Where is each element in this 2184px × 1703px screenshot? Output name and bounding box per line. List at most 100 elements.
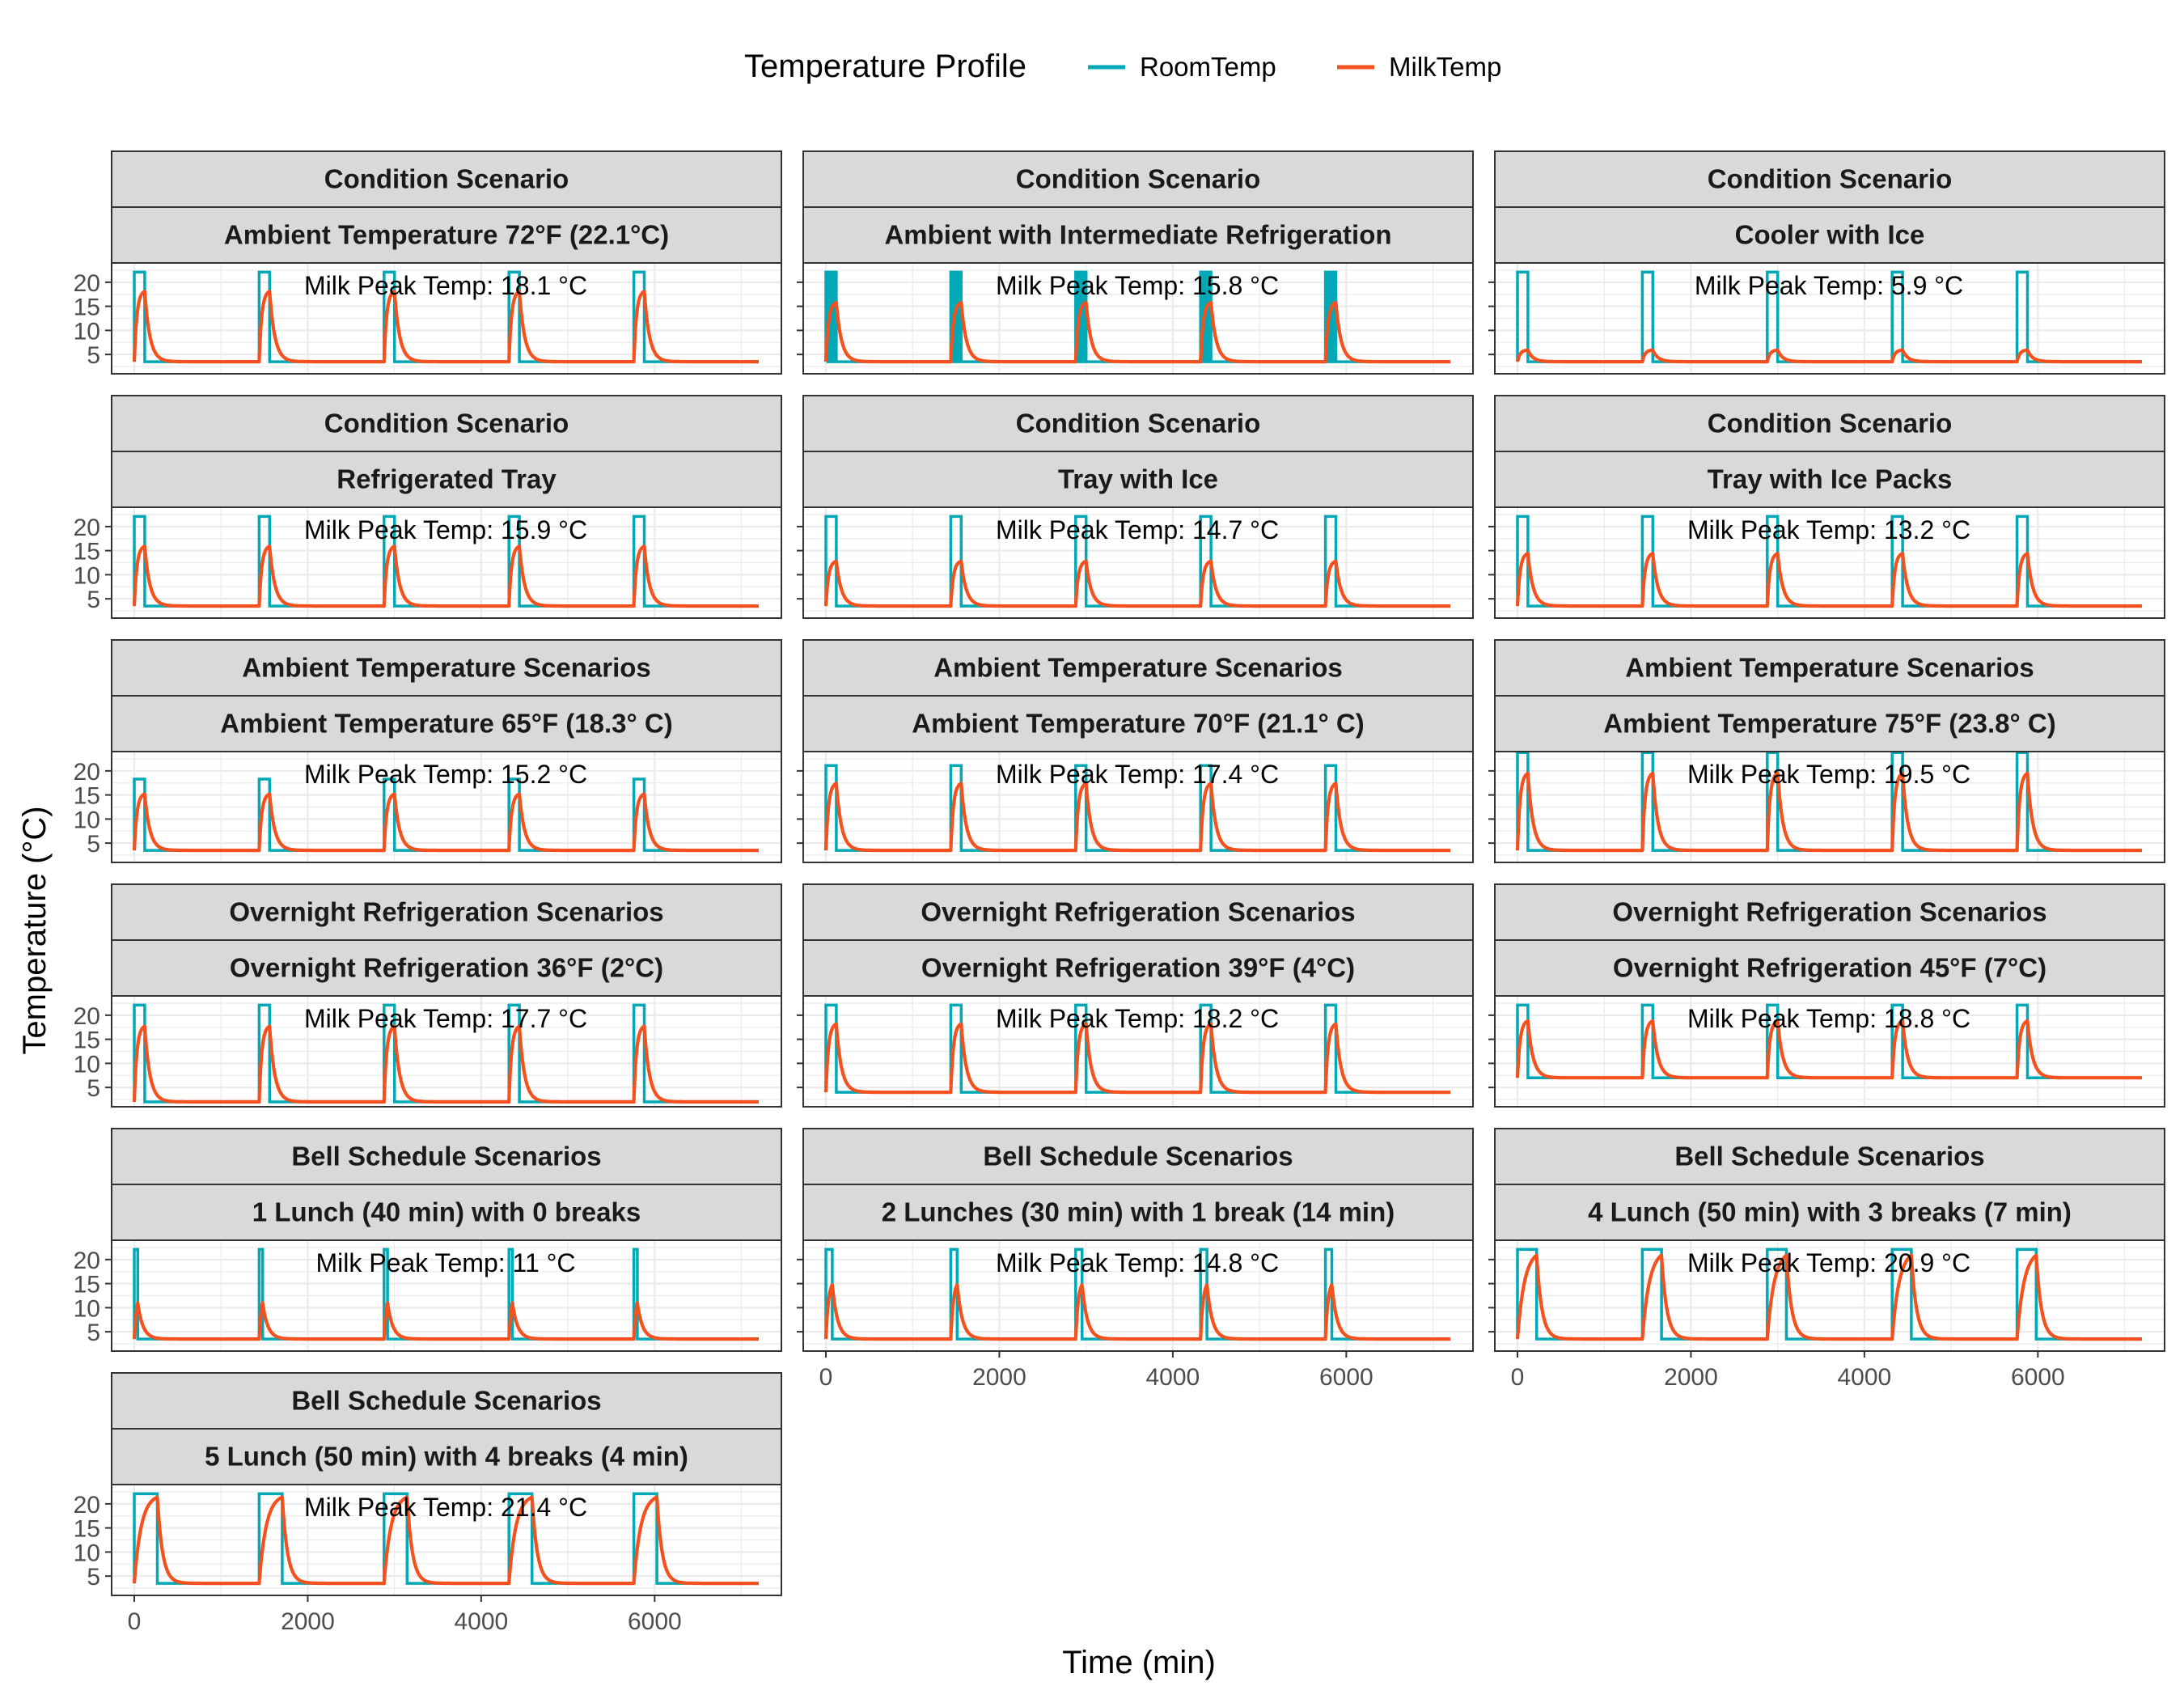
panel-1-group-label: Condition Scenario [324,164,569,194]
panel-16-xtick-label: 0 [128,1608,142,1635]
panel-15-panel-border [1494,1239,2165,1352]
panel-7-scenario-strip [111,695,782,752]
panel-13-ytick-label: 5 [87,1320,100,1346]
panel-13-scenario-label: 1 Lunch (40 min) with 0 breaks [252,1197,641,1227]
panel-10-scenario-strip [111,939,782,997]
panel-14-scenario-strip [802,1184,1474,1241]
panel-4-ytick-label: 5 [87,587,100,613]
panel-4-milktemp-line [132,544,760,608]
panel-16-group-label: Bell Schedule Scenarios [291,1386,601,1416]
panel-2-milktemp-line [823,300,1452,364]
panel-1-scenario-strip [111,206,782,264]
panel-8-panel-border [802,751,1474,863]
panel-16-xtick-label: 6000 [628,1608,682,1635]
panel-1-ytick-label: 20 [74,270,100,297]
panel-7-milktemp-line [132,792,760,853]
panel-13-ytick-label: 15 [74,1272,100,1298]
panel-13-scenario-strip [111,1184,782,1241]
panel-8-group-label: Ambient Temperature Scenarios [933,653,1343,683]
panel-1-ytick-label: 15 [74,294,100,321]
panel-9-group-strip [1494,639,2165,697]
panel-6-milktemp-line [1515,552,2144,608]
panel-6-group-label: Condition Scenario [1708,409,1953,438]
panel-11-scenario-strip [802,939,1474,997]
panel-12-group-label: Overnight Refrigeration Scenarios [1612,897,2046,927]
panel-10-ytick-label: 10 [74,1051,100,1078]
panel-1-ytick-label: 10 [74,318,100,345]
panel-13-ytick-label: 20 [74,1248,100,1274]
panel-6-group-strip [1494,395,2165,452]
panel-4-ytick-label: 20 [74,515,100,541]
panel-1-panel-border [111,262,782,375]
panel-14-group-label: Bell Schedule Scenarios [983,1142,1293,1171]
panel-5-scenario-label: Tray with Ice [1058,464,1218,494]
panel-6-scenario-strip [1494,451,2165,508]
panel-15-group-strip [1494,1128,2165,1185]
panel-15-scenario-label: 4 Lunch (50 min) with 3 breaks (7 min) [1588,1197,2072,1227]
panel-9-scenario-strip [1494,695,2165,752]
panel-8-scenario-label: Ambient Temperature 70°F (21.1° C) [912,709,1364,739]
panel-8-peak-annotation: Milk Peak Temp: 17.4 °C [996,760,1279,789]
panel-16-ytick-label: 20 [74,1492,100,1519]
panel-4-panel-border [111,506,782,619]
panel-11-milktemp-line [823,1022,1452,1095]
panel-12-peak-annotation: Milk Peak Temp: 18.8 °C [1687,1004,1970,1033]
panel-15-peak-annotation: Milk Peak Temp: 20.9 °C [1687,1248,1970,1277]
panel-2-scenario-label: Ambient with Intermediate Refrigeration [884,220,1391,250]
panel-4-group-strip [111,395,782,452]
panel-1-group-strip [111,150,782,208]
panel-10-ytick-label: 5 [87,1075,100,1102]
panel-9-scenario-label: Ambient Temperature 75°F (23.8° C) [1603,709,2055,739]
panel-15-group-label: Bell Schedule Scenarios [1674,1142,1984,1171]
panel-16-peak-annotation: Milk Peak Temp: 21.4 °C [304,1493,587,1522]
panel-7-panel-border [111,751,782,863]
panel-14-xtick-label: 6000 [1319,1364,1373,1391]
panel-16-group-strip [111,1372,782,1430]
panel-4-scenario-strip [111,451,782,508]
panel-5-group-label: Condition Scenario [1016,409,1261,438]
panel-12-scenario-strip [1494,939,2165,997]
panel-10-panel-border [111,995,782,1108]
panel-9-milktemp-line [1515,771,2144,853]
panel-8-scenario-strip [802,695,1474,752]
panel-14-xtick-label: 2000 [972,1364,1026,1391]
panel-11-group-strip [802,883,1474,941]
panel-13-ytick-label: 10 [74,1295,100,1322]
x-axis-title: Time (min) [1062,1645,1216,1680]
panel-7-ytick-label: 10 [74,807,100,833]
panel-7-ytick-label: 20 [74,759,100,786]
panel-6-scenario-label: Tray with Ice Packs [1708,464,1953,494]
panel-15-scenario-strip [1494,1184,2165,1241]
panel-16-scenario-label: 5 Lunch (50 min) with 4 breaks (4 min) [205,1442,688,1472]
panel-16-xtick-label: 4000 [455,1608,509,1635]
panel-7-ytick-label: 5 [87,831,100,858]
panel-14-peak-annotation: Milk Peak Temp: 14.8 °C [996,1248,1279,1277]
panel-3-peak-annotation: Milk Peak Temp: 5.9 °C [1695,271,1963,300]
panel-16-ytick-label: 10 [74,1540,100,1566]
panel-2-peak-annotation: Milk Peak Temp: 15.8 °C [996,271,1279,300]
panel-10-peak-annotation: Milk Peak Temp: 17.7 °C [304,1004,587,1033]
panel-10-scenario-label: Overnight Refrigeration 36°F (2°C) [230,953,663,983]
panel-11-scenario-label: Overnight Refrigeration 39°F (4°C) [921,953,1355,983]
panel-4-ytick-label: 10 [74,562,100,589]
panel-7-scenario-label: Ambient Temperature 65°F (18.3° C) [220,709,672,739]
panel-15-milktemp-line [1515,1253,2144,1341]
panel-10-milktemp-line [132,1024,760,1104]
panel-7-group-label: Ambient Temperature Scenarios [242,653,651,683]
panel-16-milktemp-line [132,1495,760,1586]
panel-14-scenario-label: 2 Lunches (30 min) with 1 break (14 min) [882,1197,1395,1227]
panel-9-peak-annotation: Milk Peak Temp: 19.5 °C [1687,760,1970,789]
panel-10-ytick-label: 15 [74,1027,100,1054]
panel-3-panel-border [1494,262,2165,375]
panel-15-xtick-label: 2000 [1664,1364,1718,1391]
panel-3-scenario-label: Cooler with Ice [1735,220,1925,250]
panel-1-milktemp-line [132,290,760,364]
panel-16-xtick-label: 2000 [281,1608,335,1635]
panel-2-group-strip [802,150,1474,208]
panel-1-scenario-label: Ambient Temperature 72°F (22.1°C) [224,220,669,250]
panel-7-ytick-label: 15 [74,783,100,810]
panel-11-peak-annotation: Milk Peak Temp: 18.2 °C [996,1004,1279,1033]
legend-label-roomtemp: RoomTemp [1140,52,1276,82]
